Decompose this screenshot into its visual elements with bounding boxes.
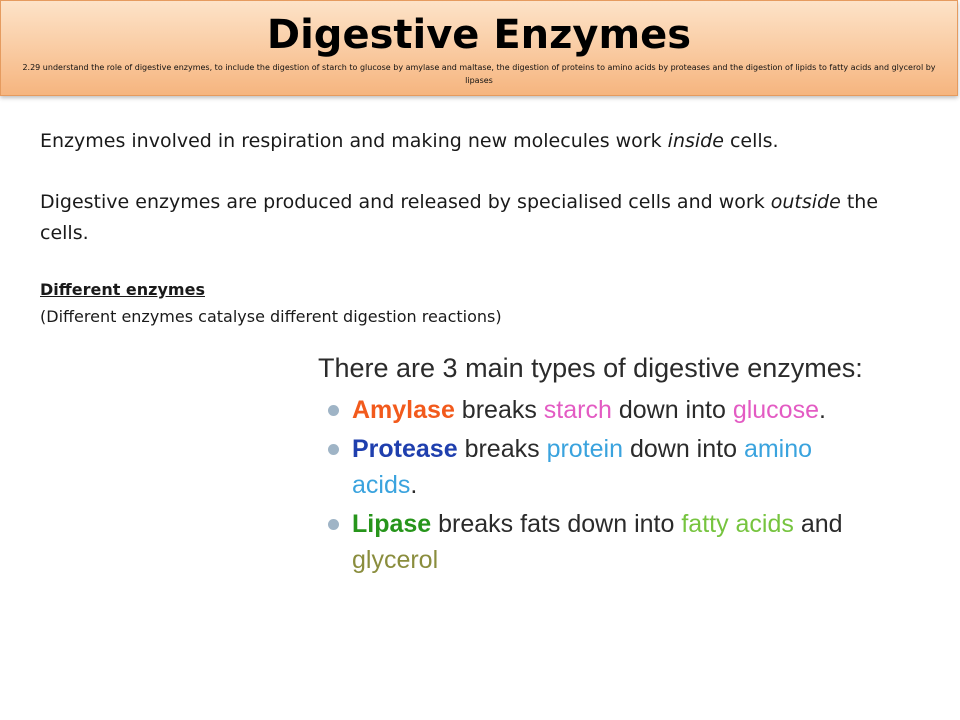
title-banner: Digestive Enzymes 2.29 understand the ro… (0, 0, 958, 96)
paragraph-outside-cells: Digestive enzymes are produced and relea… (40, 187, 900, 249)
product-glycerol: glycerol (352, 546, 439, 574)
text-fragment: and (793, 510, 843, 538)
enzyme-list: Amylase breaks starch down into glucose.… (318, 392, 878, 578)
enzyme-types-panel: There are 3 main types of digestive enzy… (318, 350, 878, 581)
bullet-icon (328, 444, 339, 455)
para1-text-end: cells. (723, 130, 779, 152)
section-heading: Different enzymes (40, 280, 205, 299)
enzyme-name-lipase: Lipase (352, 510, 432, 538)
text-fragment: down into (623, 435, 744, 463)
text-fragment: . (818, 396, 826, 424)
substrate-starch: starch (543, 396, 612, 424)
product-glucose: glucose (732, 396, 819, 424)
bullet-icon (328, 519, 339, 530)
substrate-protein: protein (546, 435, 624, 463)
page-title: Digestive Enzymes (266, 12, 692, 58)
page-subtitle: 2.29 understand the role of digestive en… (22, 63, 936, 85)
enzyme-name-amylase: Amylase (352, 396, 455, 424)
text-fragment: down into (611, 396, 733, 424)
enzyme-name-protease: Protease (352, 435, 458, 463)
main-content: Enzymes involved in respiration and maki… (40, 126, 900, 330)
list-item-amylase: Amylase breaks starch down into glucose. (318, 392, 878, 428)
list-item-lipase: Lipase breaks fats down into fatty acids… (318, 506, 878, 578)
paragraph-inside-cells: Enzymes involved in respiration and maki… (40, 126, 900, 157)
section-note: (Different enzymes catalyse different di… (40, 307, 502, 326)
product-amino-acids: amino acids (352, 435, 813, 499)
para2-emphasis: outside (770, 191, 841, 213)
text-fragment: breaks (454, 396, 544, 424)
para1-emphasis: inside (667, 130, 724, 152)
bullet-icon (328, 405, 339, 416)
para2-text-start: Digestive enzymes are produced and relea… (40, 191, 771, 213)
text-fragment: breaks (457, 435, 547, 463)
para2-text-end: the cells. (40, 191, 879, 244)
text-fragment: . (410, 471, 418, 499)
text-fragment: breaks fats down into (431, 510, 682, 538)
list-item-protease: Protease breaks protein down into amino … (318, 431, 878, 503)
product-fatty-acids: fatty acids (681, 510, 794, 538)
para1-text-start: Enzymes involved in respiration and maki… (40, 130, 668, 152)
panel-intro: There are 3 main types of digestive enzy… (318, 353, 863, 383)
